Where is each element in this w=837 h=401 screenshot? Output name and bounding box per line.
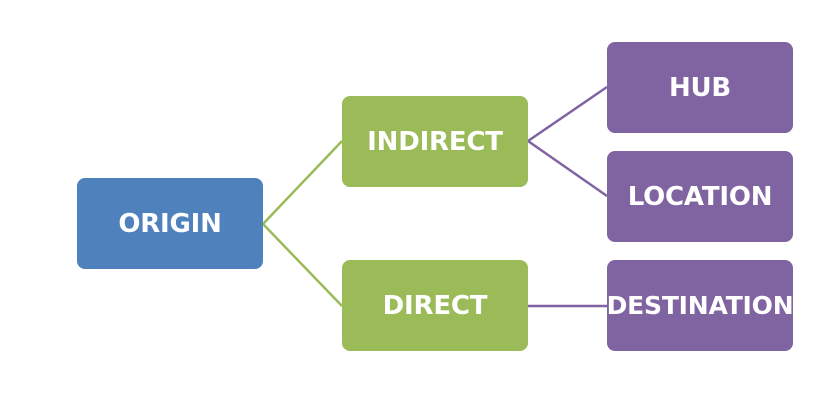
- connector-indirect-hub: [527, 85, 608, 143]
- node-hub: HUB: [607, 42, 793, 133]
- node-direct: DIRECT: [342, 260, 528, 351]
- node-destination: DESTINATION: [607, 260, 794, 351]
- node-origin: ORIGIN: [77, 178, 263, 269]
- connector-origin-direct: [262, 223, 343, 307]
- node-location: LOCATION: [607, 151, 793, 242]
- connector-origin-indirect: [262, 140, 343, 225]
- node-indirect: INDIRECT: [342, 96, 528, 187]
- connector-indirect-location: [527, 139, 608, 198]
